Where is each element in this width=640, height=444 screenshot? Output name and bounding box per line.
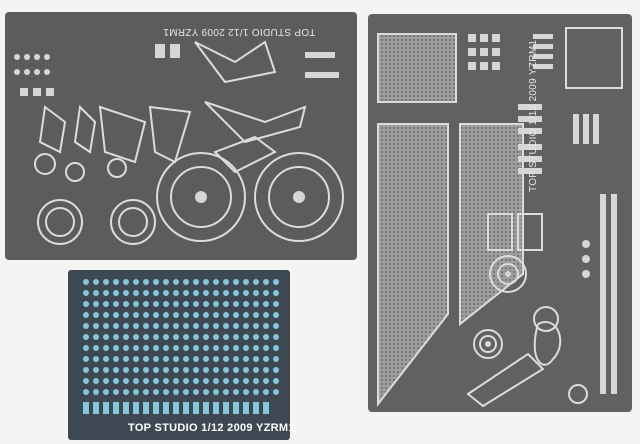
photo-etch-fret-b: TOP STUDIO 1/12 2009 YZRM1 (5, 12, 357, 260)
brake-disc-front (156, 152, 246, 242)
photo-etch-fret-a: TOP STUDIO 1/12 2009 YZRM1 (368, 14, 632, 412)
fret-b-parts (14, 40, 344, 245)
fret-a-parts (377, 27, 623, 408)
brake-disc-rear (254, 152, 344, 242)
rivet-rows (83, 279, 279, 395)
mesh-panel-small (377, 33, 457, 103)
fret-b-label: TOP STUDIO 1/12 2009 YZRM1 (163, 26, 316, 37)
mesh-panel-left (377, 123, 449, 407)
photo-etch-fret-c: TOP STUDIO 1/12 2009 YZRM1 (68, 270, 294, 440)
mesh-panel-center (459, 123, 524, 327)
fret-a-label: TOP STUDIO 1/12 2009 YZRM1 (528, 39, 539, 192)
fret-c-label: TOP STUDIO 1/12 2009 YZRM1 (128, 422, 295, 434)
fret-c-parts (83, 279, 279, 414)
